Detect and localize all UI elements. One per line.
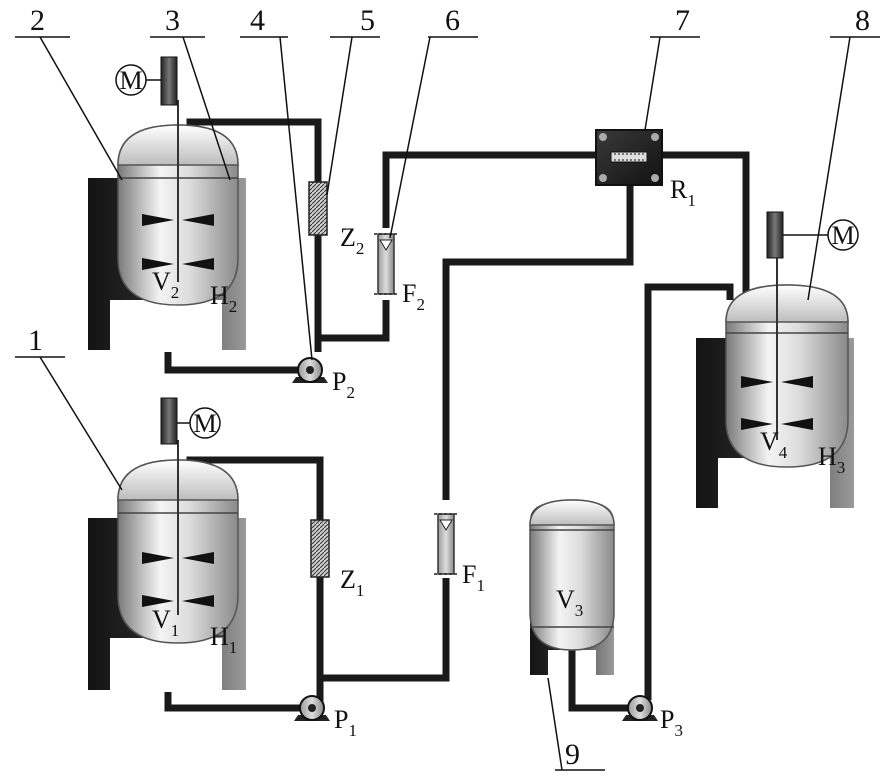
pump-p2-label: P2 [332, 367, 355, 402]
motor-v1: M [160, 397, 221, 445]
pump-p3: P3 [622, 695, 683, 740]
motor-label: M [119, 66, 142, 95]
motor-label: M [831, 221, 854, 250]
heater-h1-label: H1 [210, 622, 237, 657]
callout-5: 5 [360, 4, 375, 37]
pipe-v3-to-p3 [568, 648, 628, 712]
pipe-p2-to-f2 [314, 300, 390, 352]
vessel-v3-label: V3 [556, 585, 583, 620]
flowmeter-f2-label: F2 [402, 279, 425, 314]
pump-p3-label: P3 [660, 705, 683, 740]
agitator-v2 [142, 100, 214, 282]
reactor-r1-label: R1 [670, 175, 696, 210]
vessel-v4 [725, 284, 849, 468]
vessel-v2-assembly: M V2 H2 [88, 56, 246, 352]
reactor-r1: R1 [595, 129, 696, 210]
callout-9: 9 [565, 738, 580, 771]
flowmeter-f1: F1 [434, 513, 485, 595]
callout-4: 4 [250, 4, 265, 37]
pipe-r1-to-f1 [442, 185, 634, 500]
pump-p1: P1 [294, 695, 357, 740]
piping [164, 118, 750, 712]
callout-2: 2 [30, 4, 45, 37]
callout-7: 7 [675, 4, 690, 37]
motor-label: M [193, 409, 216, 438]
callout-8: 8 [855, 4, 870, 37]
callout-1: 1 [28, 324, 43, 357]
pump-p2: P2 [292, 357, 355, 402]
filter-z1: Z1 [310, 519, 364, 600]
callout-3: 3 [165, 4, 180, 37]
pipe-r1-to-v4 [662, 151, 750, 300]
vessel-v1-assembly: M V1 H1 [88, 397, 246, 692]
callout-6: 6 [445, 4, 460, 37]
vessel-v4-assembly: M V4 H3 [696, 211, 859, 510]
vessel-v1-label: V1 [152, 605, 179, 640]
flowmeter-f1-label: F1 [462, 560, 485, 595]
filter-z2-label: Z2 [340, 223, 364, 258]
pump-p1-label: P1 [334, 705, 357, 740]
filter-z2: Z2 [308, 181, 364, 258]
agitator-v1 [142, 440, 214, 615]
filter-z1-label: Z1 [340, 565, 364, 600]
heater-h2-label: H2 [210, 281, 237, 316]
vessel-v2-label: V2 [152, 267, 179, 302]
pipe-f2-to-r1 [382, 151, 596, 228]
motor-v4: M [766, 211, 859, 259]
flowmeter-f2: F2 [374, 233, 425, 314]
vessel-v4-label: V4 [760, 427, 788, 462]
motor-v2: M [115, 56, 178, 106]
pipe-p3-to-v4 [644, 283, 734, 700]
heater-h3-label: H3 [818, 442, 845, 477]
pipe-f1-to-p1 [316, 578, 450, 705]
callouts: 2 3 4 5 6 7 8 1 9 [15, 4, 880, 771]
agitator-v4 [741, 255, 813, 440]
vessel-v3-assembly: V3 [529, 499, 615, 675]
